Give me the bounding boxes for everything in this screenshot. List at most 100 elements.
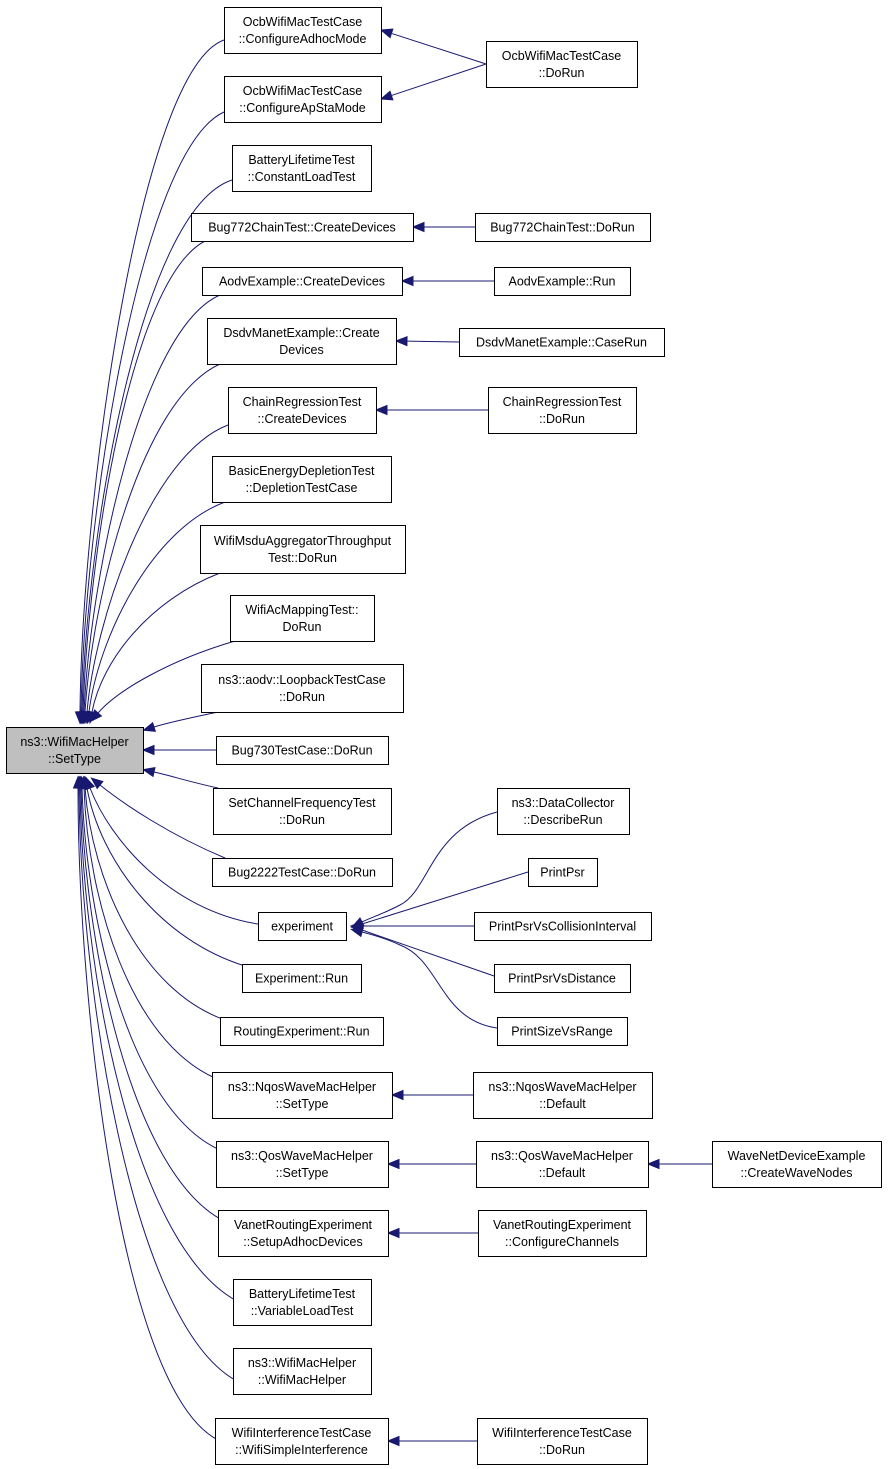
node-label-line: Bug2222TestCase::DoRun — [228, 866, 376, 880]
edge-line — [81, 787, 221, 1151]
node-ocb-adhoc[interactable]: OcbWifiMacTestCase::ConfigureAdhocMode — [224, 7, 382, 54]
node-aodv-create[interactable]: AodvExample::CreateDevices — [202, 267, 403, 296]
edge-line — [79, 39, 225, 713]
node-vanet-config[interactable]: VanetRoutingExperiment::ConfigureChannel… — [478, 1210, 647, 1257]
edges — [72, 28, 712, 1447]
node-bug730[interactable]: Bug730TestCase::DoRun — [216, 736, 389, 765]
node-label-line: ::CreateWaveNodes — [740, 1166, 852, 1180]
node-label-line: ::ConfigureAdhocMode — [239, 32, 367, 46]
edge-interf_dorun-to-interf_simple — [386, 1435, 477, 1447]
edge-setchannel-to-root — [141, 766, 219, 789]
node-aodv-run[interactable]: AodvExample::Run — [494, 267, 631, 296]
edge-bug772_dorun-to-bug772_create — [411, 221, 475, 233]
node-dsdv-create[interactable]: DsdvManetExample::CreateDevices — [207, 318, 397, 365]
node-dsdv-caserun[interactable]: DsdvManetExample::CaseRun — [459, 328, 665, 357]
edge-dsdv_create-to-root — [79, 363, 221, 725]
node-root[interactable]: ns3::WifiMacHelper::SetType — [6, 727, 144, 774]
node-aodv-loopback[interactable]: ns3::aodv::LoopbackTestCase::DoRun — [201, 664, 404, 713]
node-datacollector[interactable]: ns3::DataCollector::DescribeRun — [497, 788, 630, 835]
edge-line — [88, 501, 226, 713]
edge-arrowhead — [141, 744, 155, 756]
edge-line — [91, 572, 221, 713]
node-box — [215, 1418, 389, 1465]
node-ocb-dorun[interactable]: OcbWifiMacTestCase::DoRun — [486, 41, 638, 88]
node-basic-energy[interactable]: BasicEnergyDepletionTest::DepletionTestC… — [212, 456, 392, 503]
node-interf-dorun[interactable]: WifiInterferenceTestCase::DoRun — [477, 1418, 648, 1465]
node-printpsr-dist[interactable]: PrintPsrVsDistance — [494, 964, 631, 993]
node-label-line: ns3::WifiMacHelper — [248, 1356, 356, 1370]
node-ocb-apsta[interactable]: OcbWifiMacTestCase::ConfigureApStaMode — [224, 76, 382, 123]
node-label-line: DsdvManetExample::CaseRun — [476, 336, 647, 350]
node-printsize[interactable]: PrintSizeVsRange — [497, 1017, 628, 1046]
edge-arrowhead — [386, 1435, 400, 1447]
node-qos-default[interactable]: ns3::QosWaveMacHelper::Default — [476, 1141, 649, 1188]
node-experiment[interactable]: experiment — [258, 912, 347, 941]
node-battery-var[interactable]: BatteryLifetimeTest::VariableLoadTest — [233, 1279, 372, 1326]
node-box — [258, 912, 347, 941]
node-nqos-default[interactable]: ns3::NqosWaveMacHelper::Default — [473, 1072, 653, 1119]
node-label-line: ::WifiSimpleInterference — [235, 1443, 368, 1457]
node-label-line: experiment — [271, 920, 333, 934]
node-label-line: ::ConstantLoadTest — [248, 170, 356, 184]
node-label-line: ::DoRun — [279, 690, 325, 704]
node-label-line: ns3::DataCollector — [512, 796, 615, 810]
node-box — [494, 267, 631, 296]
node-label-line: BasicEnergyDepletionTest — [229, 464, 375, 478]
edge-line — [406, 340, 460, 343]
node-label-line: ::VariableLoadTest — [251, 1304, 354, 1318]
node-routing-run[interactable]: RoutingExperiment::Run — [220, 1017, 384, 1046]
edge-battery_var-to-root — [74, 775, 236, 1301]
node-wifimachelper-ctor[interactable]: ns3::WifiMacHelper::WifiMacHelper — [233, 1348, 372, 1395]
edge-line — [79, 787, 236, 1301]
node-box — [207, 318, 397, 365]
node-box — [213, 788, 392, 835]
edge-bug2222-to-root — [90, 777, 226, 859]
node-box — [497, 1017, 628, 1046]
node-label-line: ::DoRun — [539, 412, 585, 426]
edge-interf_simple-to-root — [72, 775, 219, 1441]
node-chain-create[interactable]: ChainRegressionTest::CreateDevices — [228, 387, 377, 434]
node-box — [232, 145, 372, 192]
node-nqos-settype[interactable]: ns3::NqosWaveMacHelper::SetType — [212, 1072, 393, 1119]
node-box — [224, 76, 382, 123]
node-label-line: Bug772ChainTest::CreateDevices — [208, 221, 396, 235]
edge-line — [89, 787, 259, 925]
edge-line — [80, 111, 225, 713]
edge-chain_dorun-to-chain_create — [374, 404, 488, 416]
nodes: ns3::WifiMacHelper::SetType OcbWifiMacTes… — [6, 7, 882, 1465]
node-box — [473, 1072, 653, 1119]
node-label-line: SetChannelFrequencyTest — [228, 796, 376, 810]
node-label-line: VanetRoutingExperiment — [234, 1218, 373, 1232]
node-label-line: ns3::WifiMacHelper — [20, 735, 128, 749]
edge-ocb_apsta-to-root — [75, 111, 225, 725]
node-battery-const[interactable]: BatteryLifetimeTest::ConstantLoadTest — [232, 145, 372, 192]
node-label-line: WifiInterferenceTestCase — [492, 1426, 632, 1440]
node-box — [242, 964, 362, 993]
node-bug772-create[interactable]: Bug772ChainTest::CreateDevices — [191, 213, 414, 242]
node-label-line: ns3::QosWaveMacHelper — [491, 1149, 633, 1163]
edge-line — [86, 424, 229, 713]
edge-line — [361, 931, 498, 1029]
node-chain-dorun[interactable]: ChainRegressionTest::DoRun — [488, 387, 637, 434]
node-label-line: ::DoRun — [279, 813, 325, 827]
node-acmapping[interactable]: WifiAcMappingTest::DoRun — [230, 595, 375, 642]
node-experiment-run[interactable]: Experiment::Run — [242, 964, 362, 993]
node-vanet-setup[interactable]: VanetRoutingExperiment::SetupAdhocDevice… — [218, 1210, 389, 1257]
node-bug2222[interactable]: Bug2222TestCase::DoRun — [212, 858, 393, 887]
edge-nqos_default-to-nqos_settype — [390, 1089, 473, 1101]
node-label-line: ::SetType — [48, 752, 101, 766]
node-label-line: AodvExample::Run — [508, 275, 615, 289]
node-printpsr[interactable]: PrintPsr — [528, 858, 598, 887]
node-box — [212, 456, 392, 503]
node-interf-simple[interactable]: WifiInterferenceTestCase::WifiSimpleInte… — [215, 1418, 389, 1465]
node-qos-settype[interactable]: ns3::QosWaveMacHelper::SetType — [216, 1141, 389, 1188]
node-wave-create[interactable]: WaveNetDeviceExample::CreateWaveNodes — [712, 1141, 882, 1188]
node-box — [459, 328, 665, 357]
node-printpsr-coll[interactable]: PrintPsrVsCollisionInterval — [474, 912, 652, 941]
node-bug772-dorun[interactable]: Bug772ChainTest::DoRun — [475, 213, 651, 242]
node-label-line: ns3::NqosWaveMacHelper — [228, 1080, 376, 1094]
node-label-line: ChainRegressionTest — [503, 395, 622, 409]
node-setchannel[interactable]: SetChannelFrequencyTest::DoRun — [213, 788, 392, 835]
node-box — [6, 727, 144, 774]
